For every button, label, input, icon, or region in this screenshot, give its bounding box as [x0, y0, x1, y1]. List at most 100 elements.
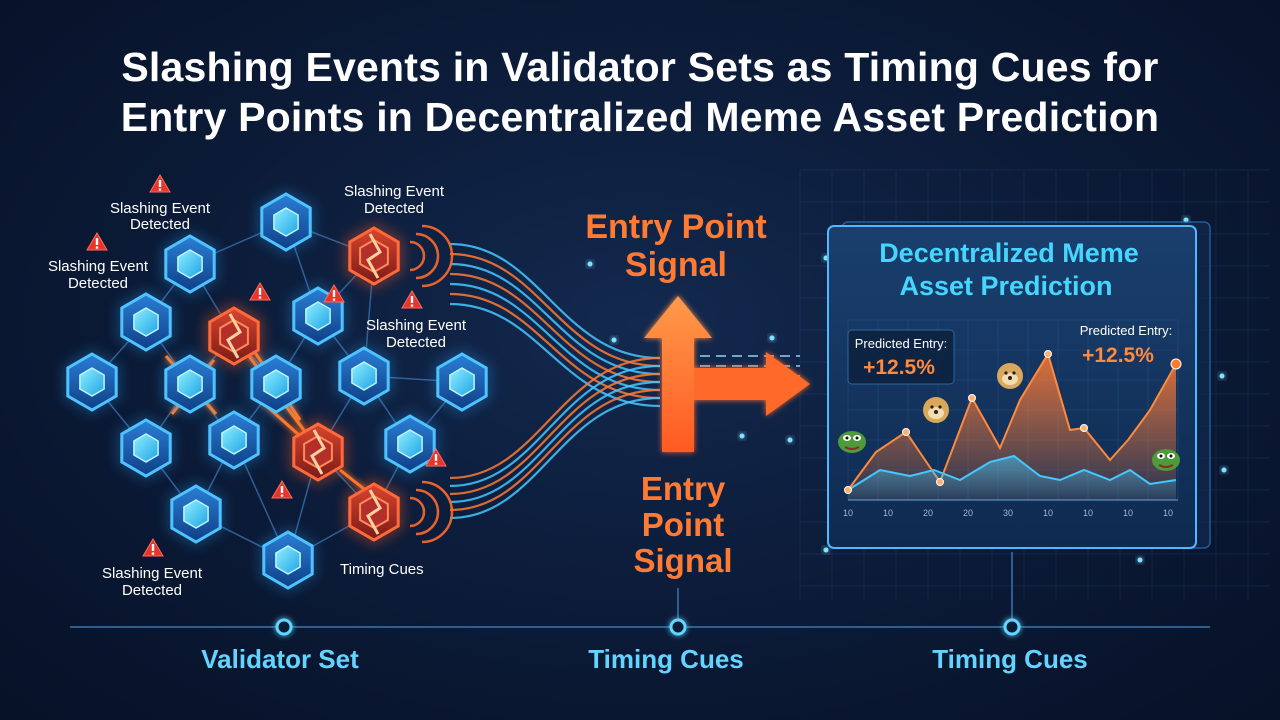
- signal-wave: [449, 252, 661, 368]
- chart-point: [1080, 424, 1088, 432]
- chart-point: [902, 428, 910, 436]
- warning-icon: [249, 282, 271, 301]
- slashing-label-3: Slashing Event Detected: [344, 183, 445, 217]
- validator-set: [62, 188, 492, 594]
- validator-node: [116, 414, 176, 482]
- svg-text:Detected: Detected: [68, 275, 128, 292]
- warning-icons: [86, 174, 447, 557]
- blue-area: [848, 456, 1176, 500]
- validator-node: [204, 406, 264, 474]
- signal-wave: [449, 302, 661, 408]
- signal-wave: [449, 388, 661, 512]
- validator-node: [258, 526, 318, 594]
- validator-node: [160, 350, 220, 418]
- panel-title-line-2: Asset Prediction: [899, 271, 1112, 301]
- timeline: Validator Set Timing Cues Timing Cues: [70, 552, 1210, 674]
- validator-node: [160, 230, 220, 298]
- prediction-panel: Decentralized Meme Asset Prediction Pred…: [827, 221, 1211, 549]
- signal-wave: [449, 364, 661, 488]
- predicted-entry-right: Predicted Entry: +12.5%: [1080, 323, 1173, 367]
- signal-arc: [421, 480, 454, 544]
- slashed-validator-node: [344, 478, 404, 546]
- warning-icon: [149, 174, 171, 193]
- validator-node: [380, 410, 440, 478]
- svg-text:Point: Point: [642, 506, 724, 543]
- orange-line: [847, 351, 1177, 491]
- signal-wave: [449, 262, 661, 376]
- signal-arc: [415, 488, 440, 536]
- signal-wave: [449, 272, 661, 384]
- slashed-validator-node: [344, 222, 404, 290]
- svg-text:Slashing Event: Slashing Event: [110, 200, 211, 217]
- warning-icon: [401, 290, 423, 309]
- timeline-node-1: [275, 618, 293, 636]
- glow-particle: [1221, 467, 1227, 473]
- page-title: Slashing Events in Validator Sets as Tim…: [0, 42, 1280, 142]
- svg-text:Predicted Entry:: Predicted Entry:: [855, 336, 948, 351]
- svg-text:Signal: Signal: [633, 542, 732, 579]
- slashing-label-1: Slashing Event Detected: [110, 200, 211, 233]
- title-line-2: Entry Points in Decentralized Meme Asset…: [120, 94, 1160, 140]
- svg-text:Entry Point: Entry Point: [585, 208, 766, 246]
- signal-wave: [449, 242, 661, 360]
- doge-icon: [923, 397, 949, 423]
- x-tick-label: 10: [843, 508, 853, 518]
- validator-node: [166, 480, 226, 548]
- chart-point: [1044, 350, 1052, 358]
- slashing-label-4: Slashing Event Detected: [366, 317, 467, 351]
- warning-icon: [271, 480, 293, 499]
- entry-signal-bottom: Entry Point Signal: [633, 470, 732, 579]
- warning-icon: [86, 232, 108, 251]
- glow-particle: [787, 437, 793, 443]
- x-tick-label: 30: [1003, 508, 1013, 518]
- entry-signal-top: Entry Point Signal: [585, 208, 766, 284]
- svg-text:+12.5%: +12.5%: [1082, 344, 1154, 367]
- orange-area: [848, 354, 1176, 500]
- svg-text:Detected: Detected: [122, 582, 182, 599]
- glow-particle: [823, 547, 829, 553]
- svg-text:Predicted Entry:: Predicted Entry:: [1080, 323, 1173, 338]
- warning-icon: [425, 448, 447, 467]
- validator-node: [432, 348, 492, 416]
- glow-particle: [587, 261, 593, 267]
- arrow-right-icon: [694, 352, 810, 416]
- glow-particle: [739, 433, 745, 439]
- predicted-entry-left: Predicted Entry: +12.5%: [847, 329, 955, 385]
- slashed-validator-node: [288, 418, 348, 486]
- glow-particle: [1137, 557, 1143, 563]
- timeline-node-3: [1003, 618, 1021, 636]
- timeline-label-timing-cues-1: Timing Cues: [588, 644, 744, 674]
- svg-text:Detected: Detected: [386, 334, 446, 351]
- slashing-label-2: Slashing Event Detected: [48, 258, 149, 292]
- signal-wave: [449, 356, 661, 480]
- svg-text:Detected: Detected: [130, 216, 190, 233]
- pepe-icon: [1152, 449, 1180, 471]
- slashing-label-5: Slashing Event Detected: [102, 565, 203, 599]
- arrow-up-icon: [644, 296, 712, 452]
- signal-wave: [449, 282, 661, 392]
- x-tick-label: 20: [963, 508, 973, 518]
- title-line-1: Slashing Events in Validator Sets as Tim…: [121, 44, 1159, 90]
- x-tick-label: 10: [1123, 508, 1133, 518]
- glow-particle: [1219, 373, 1225, 379]
- x-tick-label: 10: [1043, 508, 1053, 518]
- svg-text:Slashing Event: Slashing Event: [48, 258, 149, 275]
- svg-text:Slashing Event: Slashing Event: [102, 565, 203, 582]
- signal-arc: [409, 496, 426, 528]
- signal-arc: [421, 224, 454, 288]
- chart-point: [1170, 358, 1182, 370]
- panel-title-line-1: Decentralized Meme: [879, 238, 1139, 268]
- entry-arrow: [644, 296, 810, 452]
- chart-point: [844, 486, 852, 494]
- blue-line: [847, 454, 1177, 491]
- svg-text:+12.5%: +12.5%: [863, 356, 935, 379]
- signal-arc: [409, 240, 426, 272]
- slashed-validator-node: [204, 302, 264, 370]
- svg-text:Slashing Event: Slashing Event: [344, 183, 445, 200]
- validator-node: [256, 188, 316, 256]
- timing-cues-label: Timing Cues: [340, 561, 424, 578]
- signal-wave: [449, 372, 661, 496]
- validator-node: [334, 342, 394, 410]
